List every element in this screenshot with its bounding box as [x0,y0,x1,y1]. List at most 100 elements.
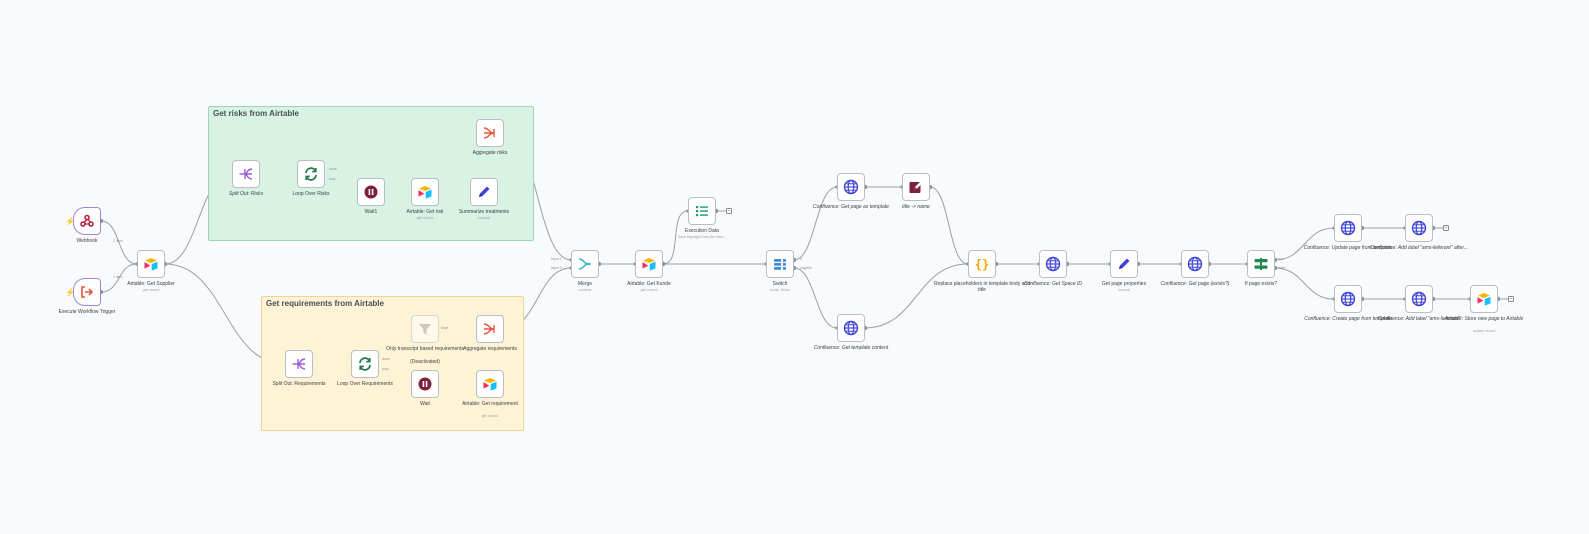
node-label: Summarize treatments [458,209,510,215]
node-filter[interactable] [411,315,439,343]
if-icon [1253,256,1269,272]
node-split-req[interactable] [285,350,313,378]
globe-icon [1340,220,1356,236]
node-exec-trigger[interactable]: ⚡ [65,278,101,306]
node-replace[interactable]: {} [968,250,996,278]
node-conf-update[interactable] [1334,214,1362,242]
node-label: Confluence: Get Space ID [1023,281,1083,287]
merge-icon [577,256,593,272]
connection-edge[interactable] [929,186,969,265]
airtable-icon [641,256,657,272]
node-label: Split Out: Requirements [272,381,326,387]
node-merge[interactable] [571,250,599,278]
node-label: Merge [577,281,593,287]
airtable-icon [1476,291,1492,307]
trigger-bolt-icon: ⚡ [65,217,75,226]
node-title-name[interactable] [902,173,930,201]
node-conf-label2[interactable] [1405,285,1433,313]
node-conf-create[interactable] [1334,285,1362,313]
node-label: Confluence: Get page (exists?) [1160,281,1230,287]
node-conf-page-exists[interactable] [1181,250,1209,278]
node-switch[interactable] [766,250,794,278]
add-node-plus-icon[interactable]: + [1508,296,1514,302]
filter-icon [417,321,433,337]
wait-icon [363,184,379,200]
node-subtitle: Save Highlight Data (for Sear... [677,235,727,239]
node-label: Confluence: Add label "ams-lieferant" [1377,316,1461,322]
node-deactivated-label: (Deactivated) [410,359,440,365]
node-get-supplier[interactable] [137,250,165,278]
port-label-loop-req: loop [382,367,389,371]
node-label: Execution Data [685,228,719,234]
node-conf-space[interactable] [1039,250,1067,278]
node-conf-get-tpl-content[interactable] [837,314,865,342]
globe-icon [843,320,859,336]
node-label: Airtable: Get Kunde [627,281,671,287]
node-label: Airtable: Get risk [406,209,444,215]
execute-workflow-icon [79,284,95,300]
connection-edge[interactable] [793,267,838,329]
sticky-title: Get requirements from Airtable [266,299,384,308]
port-label-done-req: done [382,357,390,361]
globe-icon [1411,220,1427,236]
node-label: Airtable: Store new page to Airtable [1444,316,1524,322]
node-agg-risks[interactable] [476,119,504,147]
node-loop-risks[interactable] [297,160,325,188]
svg-text:{}: {} [975,258,989,272]
code-icon: {} [974,256,990,272]
aggregate-icon [482,321,498,337]
globe-icon [1340,291,1356,307]
add-node-plus-icon[interactable]: + [1443,225,1449,231]
node-label: Aggregate requirements [463,346,517,352]
node-subtitle: get: record [481,414,499,418]
node-store-page[interactable] [1470,285,1498,313]
node-label: Confluence: Update page from template [1303,245,1393,251]
airtable-icon [482,376,498,392]
connection-edge[interactable] [1274,227,1335,261]
port-label-if-false: false [1278,266,1286,270]
connection-edge[interactable] [100,220,138,265]
node-wait1[interactable] [357,178,385,206]
node-get-kunde[interactable] [635,250,663,278]
aggregate-icon [482,125,498,141]
node-label: Wait [420,401,430,407]
node-subtitle: manual [478,216,490,220]
port-label-kept: Kept [441,326,449,330]
port-label-if-true: true [1278,257,1285,261]
connection-edge[interactable] [1274,267,1335,300]
node-label: Execute Workflow Trigger [58,309,116,315]
loop-icon [357,356,373,372]
node-label: Confluence: Get template content [813,345,889,351]
node-page-props[interactable] [1110,250,1138,278]
node-label: Switch [772,281,788,287]
node-conf-get-page-tpl[interactable] [837,173,865,201]
node-get-req[interactable] [476,370,504,398]
node-summarize[interactable] [470,178,498,206]
add-node-plus-icon[interactable]: + [726,208,732,214]
connection-edge[interactable] [662,210,689,265]
node-webhook[interactable]: ⚡ [65,207,101,235]
airtable-icon [143,256,159,272]
node-loop-req[interactable] [351,350,379,378]
trigger-bolt-icon: ⚡ [65,288,75,297]
node-if-exists[interactable] [1247,250,1275,278]
node-conf-label1[interactable] [1405,214,1433,242]
node-subtitle: get: record [142,288,160,292]
node-label: Airtable: Get requirement [462,401,518,407]
port-label-loop-risks: loop [329,177,336,181]
globe-icon [1187,256,1203,272]
node-label: Loop Over Requirements [337,381,393,387]
connection-edge[interactable] [793,186,838,261]
node-get-risk[interactable] [411,178,439,206]
node-label: Webhook [76,238,98,244]
node-agg-req[interactable] [476,315,504,343]
node-label: Loop Over Risks [292,191,330,197]
node-label: Confluence: Add label "ams-lieferant" af… [1370,245,1468,251]
node-exec-data[interactable] [688,197,716,225]
globe-icon [1411,291,1427,307]
node-wait[interactable] [411,370,439,398]
node-split-risks[interactable] [232,160,260,188]
node-label: Get page properties [1101,281,1147,287]
connection-edge[interactable] [100,263,138,293]
connection-edge[interactable] [864,263,969,329]
